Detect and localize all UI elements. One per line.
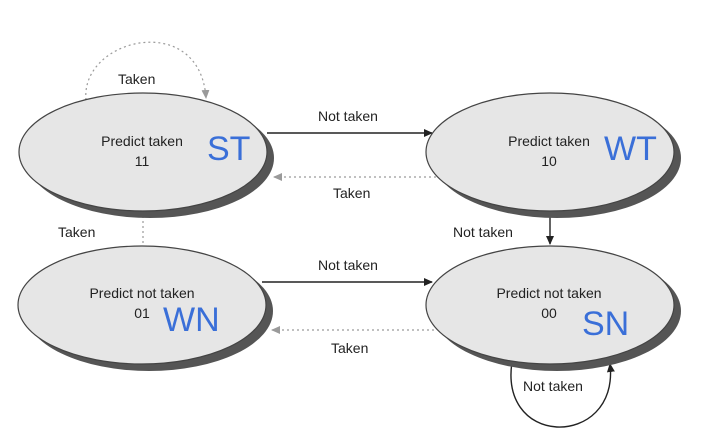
edge-label-wt-to-sn: Not taken xyxy=(453,224,513,240)
edge-label-sn-self: Not taken xyxy=(523,378,583,394)
state-wt-abbr: WT xyxy=(604,130,657,168)
state-node-sn: Predict not taken 00 SN xyxy=(425,245,681,371)
state-node-wt: Predict taken 10 WT xyxy=(425,92,681,218)
state-wt-label: Predict taken xyxy=(508,133,590,149)
state-wt-code: 10 xyxy=(541,153,557,169)
state-st-abbr: ST xyxy=(207,130,250,168)
state-sn-abbr: SN xyxy=(582,305,629,343)
edge-st-self xyxy=(85,41,210,101)
state-node-st: Predict taken 11 ST xyxy=(18,92,274,218)
state-st-label: Predict taken xyxy=(101,133,183,149)
state-wn-label: Predict not taken xyxy=(89,285,194,301)
state-st-code: 11 xyxy=(135,153,150,169)
state-node-wn: Predict not taken 01 WN xyxy=(17,245,273,371)
state-sn-code: 00 xyxy=(541,305,557,321)
edge-label-sn-to-wn: Taken xyxy=(331,340,368,356)
edge-sn-self xyxy=(510,351,615,428)
state-wn-code: 01 xyxy=(134,305,150,321)
state-wn-abbr: WN xyxy=(163,301,220,339)
edge-label-wn-to-sn: Not taken xyxy=(318,257,378,273)
edge-label-wt-to-st: Taken xyxy=(333,185,370,201)
edge-label-wn-to-st: Taken xyxy=(58,224,95,240)
edge-label-st-self: Taken xyxy=(118,71,155,87)
edge-label-st-to-wt: Not taken xyxy=(318,108,378,124)
state-sn-label: Predict not taken xyxy=(496,285,601,301)
